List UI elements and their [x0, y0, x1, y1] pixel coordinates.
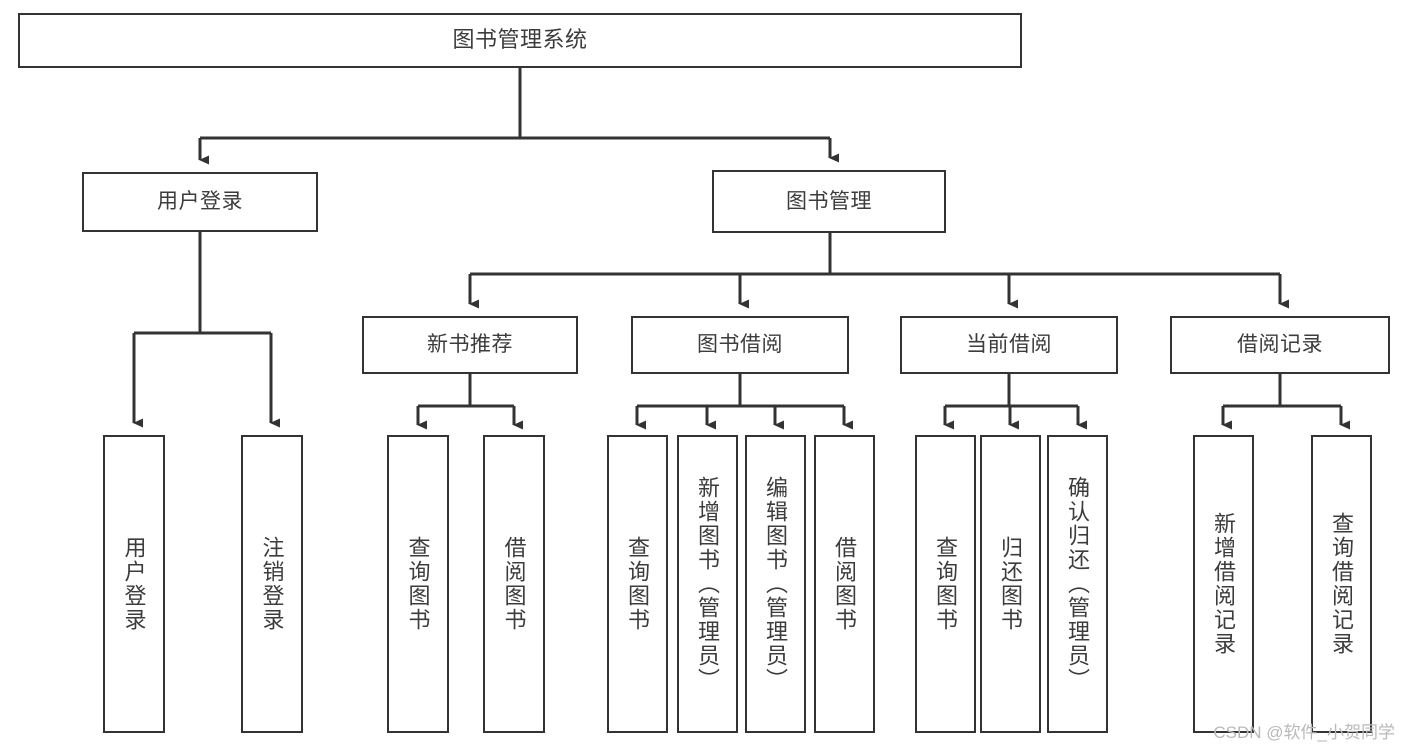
node-root-book-management-system[interactable]: 图书管理系统: [18, 13, 1022, 68]
node-label: 查询借阅记录: [1329, 512, 1355, 656]
node-leaf-add-book-admin[interactable]: 新增图书（管理员）: [677, 435, 738, 733]
node-label: 查询图书: [625, 536, 651, 632]
node-leaf-add-borrow-record[interactable]: 新增借阅记录: [1193, 435, 1254, 733]
node-user-login[interactable]: 用户登录: [82, 172, 318, 232]
node-new-book-recommendation[interactable]: 新书推荐: [362, 316, 578, 374]
node-borrowing-records[interactable]: 借阅记录: [1170, 316, 1390, 374]
node-current-borrowing[interactable]: 当前借阅: [900, 316, 1118, 374]
node-label: 查询图书: [405, 536, 431, 632]
node-label: 归还图书: [998, 536, 1024, 632]
node-label: 用户登录: [121, 536, 147, 632]
node-label: 用户登录: [157, 190, 243, 214]
node-label: 借阅图书: [501, 536, 527, 632]
node-leaf-query-book-recommend[interactable]: 查询图书: [387, 435, 449, 733]
node-label: 图书管理: [786, 189, 872, 213]
node-leaf-query-borrow-record[interactable]: 查询借阅记录: [1311, 435, 1372, 733]
node-label: 注销登录: [259, 536, 285, 632]
csdn-watermark: CSDN @软件_小贺同学: [1213, 723, 1395, 742]
node-label: 查询图书: [933, 536, 959, 632]
node-label: 图书借阅: [697, 333, 783, 357]
node-leaf-borrow-book-recommend[interactable]: 借阅图书: [483, 435, 545, 733]
node-label: 当前借阅: [966, 333, 1052, 357]
node-leaf-logout[interactable]: 注销登录: [241, 435, 303, 733]
node-leaf-edit-book-admin[interactable]: 编辑图书（管理员）: [745, 435, 806, 733]
node-label: 图书管理系统: [452, 27, 588, 53]
node-leaf-user-login[interactable]: 用户登录: [103, 435, 165, 733]
node-leaf-borrow-book[interactable]: 借阅图书: [814, 435, 875, 733]
node-leaf-query-book-current[interactable]: 查询图书: [915, 435, 976, 733]
node-label: 新书推荐: [427, 333, 513, 357]
node-label: 新增借阅记录: [1211, 512, 1237, 656]
node-leaf-query-book-borrow[interactable]: 查询图书: [607, 435, 668, 733]
node-label: 借阅图书: [832, 536, 858, 632]
node-label: 确认归还（管理员）: [1065, 476, 1091, 692]
node-leaf-confirm-return-admin[interactable]: 确认归还（管理员）: [1047, 435, 1108, 733]
node-label: 编辑图书（管理员）: [763, 476, 789, 692]
node-book-management[interactable]: 图书管理: [712, 170, 946, 233]
node-label: 新增图书（管理员）: [695, 476, 721, 692]
node-leaf-return-book[interactable]: 归还图书: [980, 435, 1041, 733]
node-label: 借阅记录: [1237, 333, 1323, 357]
node-book-borrowing[interactable]: 图书借阅: [631, 316, 849, 374]
